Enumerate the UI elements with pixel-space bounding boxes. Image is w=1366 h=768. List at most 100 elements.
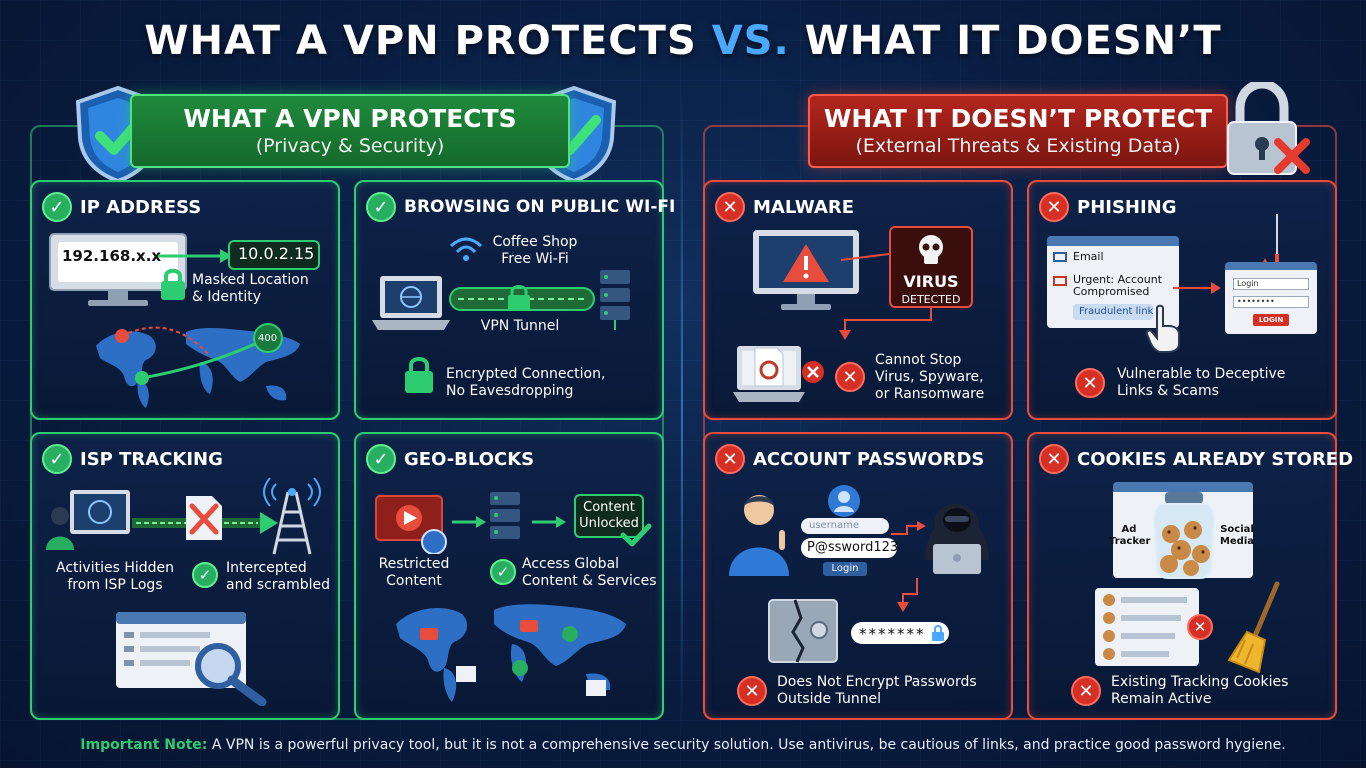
check-mark-icon [620,523,652,547]
restricted-line-1: Restricted [378,556,450,572]
card-malware: ✕ MALWARE VIRUS DETECTED ✕ Cannot Stop V… [703,180,1013,420]
ip-caption-line-1: Masked Location [192,272,309,288]
doesnt-protect-banner-subtitle: (External Threats & Existing Data) [855,135,1181,157]
geo-caption-line-1: Access Global [522,556,620,572]
card-isp-tracking: ✓ ISP TRACKING Activities Hidden from IS… [30,432,340,720]
vpn-tunnel-icon [449,285,595,311]
arrow-right-icon [891,521,926,535]
login-button-label: Login [831,563,859,574]
password-value: P@ssword123 [807,540,899,555]
cookies-caption-line-2: Remain Active [1111,691,1212,707]
username-field[interactable] [801,518,889,534]
content-unlocked-line-2: Unlocked [579,516,639,531]
card-geo-blocks: ✓ GEO-BLOCKS Content Unlocked Restricted… [354,432,664,720]
arrow-right-icon [532,516,566,528]
vpn-tunnel-label: VPN Tunnel [480,318,560,334]
fake-login-field[interactable] [1233,278,1309,290]
title-part-1: WHAT A VPN PROTECTS [144,18,712,64]
cookie-jar-icon [1152,492,1216,579]
envelope-icon [1053,252,1067,262]
arrow-down-icon [839,306,932,340]
card-isp-tracking-title: ISP TRACKING [80,448,223,470]
important-note-text: A VPN is a powerful privacy tool, but it… [207,737,1286,753]
protects-banner-subtitle: (Privacy & Security) [255,135,445,157]
card-ip-address-header: ✓ IP ADDRESS [42,192,201,222]
isp-caption-right-2: and scrambled [226,577,331,593]
check-icon: ✓ [42,444,72,474]
urgent-line-2: Compromised [1073,285,1150,298]
urgent-line-1: Urgent: Account [1073,273,1163,286]
main-title: WHAT A VPN PROTECTS VS. WHAT IT DOESN’T [0,18,1366,64]
isp-caption-left-1: Activities Hidden [56,560,174,576]
broom-icon [1227,581,1280,674]
malware-caption-line-2: Virus, Spyware, [875,369,984,385]
hacker-icon [925,503,989,574]
ip-to-value: 10.0.2.15 [238,244,315,263]
email-label: Email [1073,250,1104,263]
cookie-list-icon [1103,594,1187,660]
ad-tracker-label-1: Ad [1121,524,1137,535]
masked-password-value: ******* [859,625,926,643]
infected-laptop-icon [733,346,824,402]
fake-login-field-label: Login [1237,279,1259,288]
x-icon: ✕ [1071,676,1101,706]
fake-password-field[interactable] [1233,296,1309,308]
ip-caption-line-2: & Identity [192,289,262,305]
card-account-passwords-title: ACCOUNT PASSWORDS [753,448,985,470]
passwords-caption-line-1: Does Not Encrypt Passwords [777,674,977,690]
lock-icon [932,625,944,641]
malware-caption-line-1: Cannot Stop [875,352,962,368]
x-icon: ✕ [715,192,745,222]
important-note: Important Note: A VPN is a powerful priv… [0,737,1366,753]
important-note-label: Important Note: [80,737,208,753]
fraudulent-link-label: Fraudulent link [1079,306,1154,317]
x-icon: ✕ [1039,192,1069,222]
check-icon: ✓ [366,444,396,474]
server-icon [490,492,520,539]
card-account-passwords-header: ✕ ACCOUNT PASSWORDS [715,444,984,474]
x-icon: ✕ [1039,444,1069,474]
center-divider [681,90,683,730]
card-phishing-title: PHISHING [1077,196,1177,218]
user-at-computer-icon [46,490,130,550]
malware-caption-line-3: or Ransomware [875,386,985,402]
wifi-caption-line-1: Encrypted Connection, [446,366,606,382]
check-icon: ✓ [490,559,516,585]
lock-icon [405,357,433,393]
login-button[interactable] [823,562,867,576]
hotspot-line-1: Coffee Shop [492,234,578,250]
padlock-x-icon [1227,82,1310,175]
doesnt-protect-banner-title: WHAT IT DOESN’T PROTECT [823,104,1213,133]
x-icon: ✕ [737,676,767,706]
card-ip-address-title: IP ADDRESS [80,196,202,218]
server-icon [600,270,630,330]
card-cookies-title: COOKIES ALREADY STORED [1077,448,1354,470]
check-icon: ✓ [366,192,396,222]
world-map-icon [396,604,626,702]
title-part-2: WHAT IT DOESN’T [789,18,1222,64]
x-icon: ✕ [835,362,865,392]
password-field[interactable] [801,538,897,558]
blocked-document-icon [186,496,222,540]
check-icon: ✓ [192,562,218,588]
card-geo-blocks-title: GEO-BLOCKS [404,448,535,470]
geo-caption-line-2: Content & Services [522,573,657,589]
virus-label-2: DETECTED [901,293,961,306]
account-avatar-icon [828,485,860,517]
fraudulent-link-button[interactable] [1073,304,1153,320]
masked-ip-box [228,240,320,270]
card-ip-address: ✓ IP ADDRESS 192.168.x.x 10.0.2.15 Maske… [30,180,340,420]
masked-password-field [851,622,949,644]
wifi-caption-line-2: No Eavesdropping [446,383,574,399]
x-icon: ✕ [1187,614,1213,640]
card-phishing: ✕ PHISHING Email Urgent: Account Comprom… [1027,180,1337,420]
search-log-icon [116,612,267,706]
phishing-caption-line-2: Links & Scams [1117,383,1219,399]
fake-login-button[interactable] [1253,314,1289,326]
protects-banner-title: WHAT A VPN PROTECTS [183,104,517,133]
arrow-right-icon [452,516,486,528]
restricted-line-2: Content [386,573,442,589]
skull-icon [919,235,943,264]
social-media-label-1: Social [1220,524,1254,535]
monitor-icon [49,233,187,306]
